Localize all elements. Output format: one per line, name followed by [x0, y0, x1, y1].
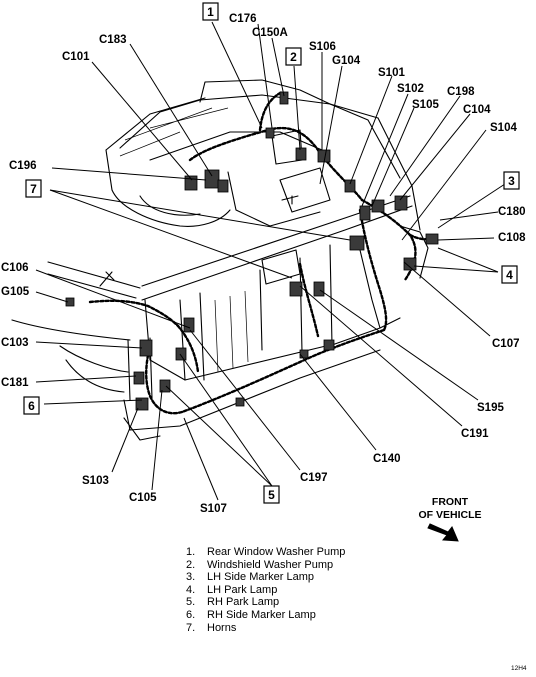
legend-number: 6. — [186, 608, 196, 621]
legend-item: 5. RH Park Lamp — [186, 596, 345, 609]
legend-item: 1. Rear Window Washer Pump — [186, 546, 345, 559]
label-c180: C180 — [498, 206, 526, 218]
legend-text: LH Park Lamp — [207, 583, 278, 596]
svg-text:4: 4 — [506, 268, 513, 282]
legend-text: RH Side Marker Lamp — [207, 608, 316, 621]
legend-number: 7. — [186, 621, 196, 634]
legend-item: 7. Horns — [186, 622, 345, 635]
label-c197: C197 — [300, 472, 328, 484]
label-s104: S104 — [490, 122, 517, 134]
label-s106: S106 — [309, 41, 336, 53]
label-c108: C108 — [498, 232, 526, 244]
box-callout-6: 6 — [23, 396, 40, 415]
label-c183: C183 — [99, 34, 127, 46]
label-c181: C181 — [1, 377, 29, 389]
wiring-harness — [88, 90, 437, 415]
legend-item: 2. Windshield Washer Pump — [186, 559, 345, 572]
svg-text:3: 3 — [508, 174, 515, 188]
label-c198: C198 — [447, 86, 475, 98]
label-g105: G105 — [1, 286, 30, 298]
svg-text:5: 5 — [268, 488, 275, 502]
label-c191: C191 — [461, 428, 489, 440]
legend-number: 1. — [186, 546, 196, 558]
label-c150a: C150A — [252, 27, 288, 39]
box-callout-2: 2 — [285, 47, 302, 66]
legend-number: 2. — [186, 558, 196, 571]
label-c107: C107 — [492, 338, 520, 350]
connectors — [65, 91, 439, 411]
legend-text: RH Park Lamp — [207, 596, 280, 609]
front-label-line2: OF VEHICLE — [418, 509, 482, 521]
label-s105: S105 — [412, 99, 439, 111]
box-callout-4: 4 — [501, 265, 518, 284]
svg-text:1: 1 — [207, 5, 214, 19]
legend-item: 3. LH Side Marker Lamp — [186, 571, 345, 584]
legend-text: Windshield Washer Pump — [207, 558, 334, 571]
front-arrow-icon — [427, 523, 459, 542]
label-s107: S107 — [200, 503, 227, 515]
figure-code: 12H4 — [511, 665, 527, 672]
front-label-line1: FRONT — [431, 496, 469, 508]
front-of-vehicle-label: FRONT OF VEHICLE — [405, 496, 495, 522]
legend-item: 6. RH Side Marker Lamp — [186, 609, 345, 622]
label-c196: C196 — [9, 160, 37, 172]
svg-text:2: 2 — [290, 50, 297, 64]
label-c104: C104 — [463, 104, 491, 116]
label-c103: C103 — [1, 337, 29, 349]
label-c140: C140 — [373, 453, 401, 465]
label-s102: S102 — [397, 83, 424, 95]
box-callout-5: 5 — [263, 485, 280, 504]
svg-text:6: 6 — [28, 399, 35, 413]
label-s195: S195 — [477, 402, 504, 414]
box-callout-7: 7 — [25, 179, 42, 198]
engine-compartment-drawing — [11, 79, 429, 441]
label-s103: S103 — [82, 475, 109, 487]
legend-text: LH Side Marker Lamp — [207, 571, 314, 584]
callout-labels: C176 C150A S106 G104 C183 C101 S101 S102… — [1, 13, 526, 515]
legend-list: 1. Rear Window Washer Pump 2. Windshield W… — [186, 546, 345, 634]
legend-item: 4. LH Park Lamp — [186, 584, 345, 597]
legend-text: Horns — [207, 621, 237, 634]
legend-number: 5. — [186, 596, 196, 609]
label-c176: C176 — [229, 13, 257, 25]
box-callout-1: 1 — [202, 2, 219, 21]
label-c106: C106 — [1, 262, 29, 274]
svg-text:7: 7 — [30, 182, 37, 196]
label-c105: C105 — [129, 492, 157, 504]
box-callout-3: 3 — [503, 171, 520, 190]
label-g104: G104 — [332, 55, 361, 67]
legend-number: 3. — [186, 571, 196, 584]
label-s101: S101 — [378, 67, 405, 79]
legend-text: Rear Window Washer Pump — [207, 546, 346, 558]
leader-lines — [35, 21, 509, 501]
ground-bolts — [99, 195, 299, 287]
legend-number: 4. — [186, 583, 196, 596]
label-c101: C101 — [62, 51, 90, 63]
